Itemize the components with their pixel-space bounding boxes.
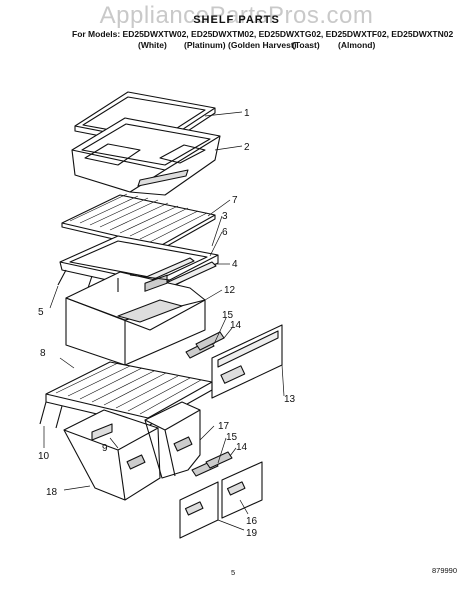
callout-19: 19 xyxy=(246,528,258,539)
watermark: AppliancePartsPros.com xyxy=(99,2,374,29)
callout-3: 3 xyxy=(222,211,228,222)
page-title: SHELF PARTS xyxy=(193,14,280,26)
part-drawer-front-lower-left xyxy=(179,481,219,539)
models-list: ED25DWXTW02, ED25DWXTM02, ED25DWXTG02, E… xyxy=(122,29,454,39)
callout-17: 17 xyxy=(218,421,230,432)
finish-toast: (Toast) xyxy=(292,40,320,50)
finish-almond: (Almond) xyxy=(338,40,376,50)
part-upper-shelf-tray xyxy=(71,117,221,196)
callout-5: 5 xyxy=(38,307,44,318)
callout-18: 18 xyxy=(46,487,58,498)
leader-lines xyxy=(43,111,285,531)
part-shelf-frame xyxy=(57,235,219,293)
finish-platinum: (Platinum) xyxy=(184,40,226,50)
callout-12: 12 xyxy=(224,285,236,296)
callout-2: 2 xyxy=(244,142,250,153)
callout-7: 7 xyxy=(232,195,238,206)
finish-white: (White) xyxy=(138,40,167,50)
callout-15-lower: 15 xyxy=(226,432,238,443)
document-code: 879990 xyxy=(432,566,458,575)
callout-13: 13 xyxy=(284,394,296,405)
callout-15-upper: 15 xyxy=(222,310,234,321)
callout-labels: 1 2 7 3 6 4 5 12 15 14 8 13 9 10 17 15 1… xyxy=(38,108,296,539)
page-number: 5 xyxy=(231,568,236,577)
callout-14-lower: 14 xyxy=(236,442,248,453)
finish-golden-harvest: (Golden Harvest) xyxy=(228,40,297,50)
part-drawer-slide-lower xyxy=(191,451,233,477)
callout-9: 9 xyxy=(102,443,108,454)
models-label: For Models: xyxy=(72,29,121,39)
callout-16: 16 xyxy=(246,516,258,527)
callout-6: 6 xyxy=(222,227,228,238)
callout-1: 1 xyxy=(244,108,250,119)
part-lower-bin-left xyxy=(63,409,161,501)
part-crisper-drawer xyxy=(65,271,206,366)
models-line: For Models: ED25DWXTW02, ED25DWXTM02, ED… xyxy=(72,29,453,39)
callout-14-upper: 14 xyxy=(230,320,242,331)
callout-4: 4 xyxy=(232,259,238,270)
part-drawer-front-lower-right xyxy=(221,461,263,519)
callout-10: 10 xyxy=(38,451,50,462)
part-drawer-front-upper xyxy=(211,324,283,399)
callout-8: 8 xyxy=(40,348,46,359)
